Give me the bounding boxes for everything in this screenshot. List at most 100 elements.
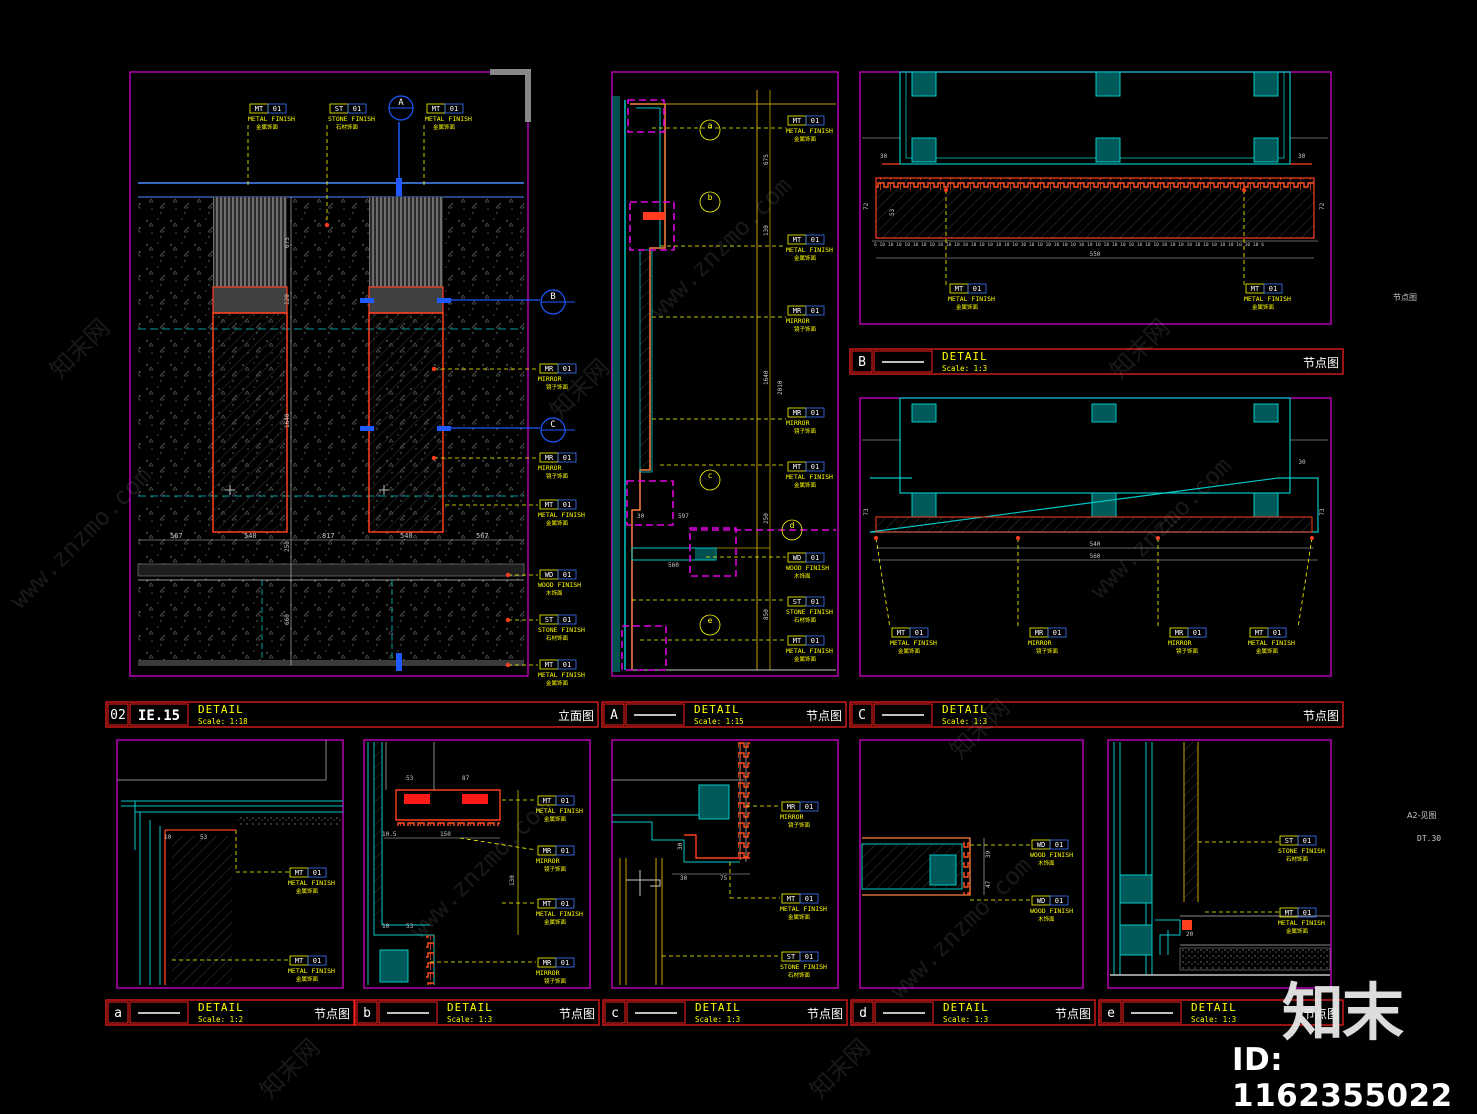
material-name-cn: 金属饰面 — [544, 918, 567, 926]
detail-marker: c — [708, 471, 713, 480]
title-tag: b — [363, 1006, 371, 1021]
dim-text: 53 — [406, 775, 414, 782]
dim-text: 47 — [985, 880, 992, 888]
material-name-cn: 镜子饰面 — [788, 821, 811, 829]
material-name: STONE FINISH — [538, 626, 585, 634]
title-label: DETAIL — [942, 350, 988, 363]
material-name-cn: 石材饰面 — [1286, 855, 1309, 863]
material-code: MR — [793, 409, 802, 417]
material-number: 01 — [273, 105, 281, 113]
dim-text: 10.5 — [382, 831, 397, 838]
dim-text: 675 — [763, 154, 770, 165]
material-code: MT — [955, 285, 964, 293]
material-name: METAL FINISH — [288, 879, 335, 887]
material-name-cn: 镜子饰面 — [794, 427, 817, 435]
material-code: MT — [787, 895, 796, 903]
dim-text: 540 — [244, 532, 257, 540]
title-type: 节点图 — [806, 709, 842, 723]
material-name: METAL FINISH — [786, 473, 833, 481]
material-number: 01 — [915, 629, 923, 637]
material-code: MR — [543, 847, 552, 855]
dim-text: 1640 — [763, 370, 770, 385]
material-number: 01 — [805, 953, 813, 961]
title-tag: A — [610, 708, 618, 723]
watermark-text: www.znzmo.com — [644, 172, 797, 325]
material-code: MR — [793, 307, 802, 315]
material-name: MIRROR — [1168, 639, 1192, 647]
wood-band — [137, 563, 525, 577]
material-name: WOOD FINISH — [538, 581, 581, 589]
elevation-frame — [129, 71, 529, 677]
marker-label: B — [550, 292, 555, 302]
material-name-cn: 金属饰面 — [256, 123, 279, 131]
material-name-cn: 金属饰面 — [794, 481, 817, 489]
watermark-text: 知末网 — [254, 1034, 325, 1102]
title-tag: e — [1107, 1006, 1115, 1021]
material-code: ST — [787, 953, 796, 961]
material-name: METAL FINISH — [786, 246, 833, 254]
material-number: 01 — [563, 365, 571, 373]
material-number: 01 — [450, 105, 458, 113]
material-number: 01 — [805, 895, 813, 903]
material-code: WD — [1037, 841, 1045, 849]
material-name: WOOD FINISH — [1030, 851, 1073, 859]
material-name-cn: 金属饰面 — [433, 123, 456, 131]
material-code: MT — [793, 637, 802, 645]
detail-callout-e — [621, 625, 667, 671]
title-code: IE.15 — [138, 708, 180, 724]
title-tag: a — [114, 1006, 122, 1021]
material-number: 01 — [973, 285, 981, 293]
dim-text: 540 — [1090, 541, 1101, 548]
detail-a-view: a b c d e 675 130 1640 2010 250 850 30 5… — [611, 71, 839, 677]
watermark-text: 知末网 — [44, 314, 115, 385]
title-scale: Scale: 1:3 — [943, 1015, 988, 1024]
title-scale: Scale: 1:3 — [942, 717, 987, 726]
material-name: STONE FINISH — [328, 115, 375, 123]
dim-text: 30 — [637, 513, 645, 520]
material-number: 01 — [563, 616, 571, 624]
detail-small-d-frame — [859, 739, 1084, 989]
elevation-vertical-dims: 675 120 1640 250 660 — [284, 237, 291, 625]
material-number: 01 — [811, 637, 819, 645]
material-code: MR — [787, 803, 796, 811]
dim-text: 250 — [284, 541, 291, 552]
dim-text: 30 — [1298, 459, 1306, 466]
dim-text: 850 — [763, 609, 770, 620]
title-scale: Scale: 1:18 — [198, 717, 248, 726]
material-name-cn: 金属饰面 — [296, 887, 319, 895]
material-code: MT — [1285, 909, 1294, 917]
dim-text: 10 — [382, 923, 390, 930]
material-name: METAL FINISH — [288, 967, 335, 975]
material-name: MIRROR — [536, 857, 560, 865]
dim-text: 20 — [1186, 931, 1194, 938]
material-name-cn: 金属饰面 — [1286, 927, 1309, 935]
material-code: MT — [793, 236, 802, 244]
material-code: MR — [545, 454, 554, 462]
material-name: MIRROR — [780, 813, 804, 821]
detail-small-a-frame — [116, 739, 344, 989]
title-label: DETAIL — [942, 703, 988, 716]
dim-text: 560 — [1090, 553, 1101, 560]
dim-text: 10 — [164, 834, 172, 841]
material-code: ST — [1285, 837, 1294, 845]
material-code: MR — [1035, 629, 1044, 637]
marker-label: C — [550, 420, 555, 430]
material-number: 01 — [313, 869, 321, 877]
dim-text: 73 — [863, 508, 870, 516]
